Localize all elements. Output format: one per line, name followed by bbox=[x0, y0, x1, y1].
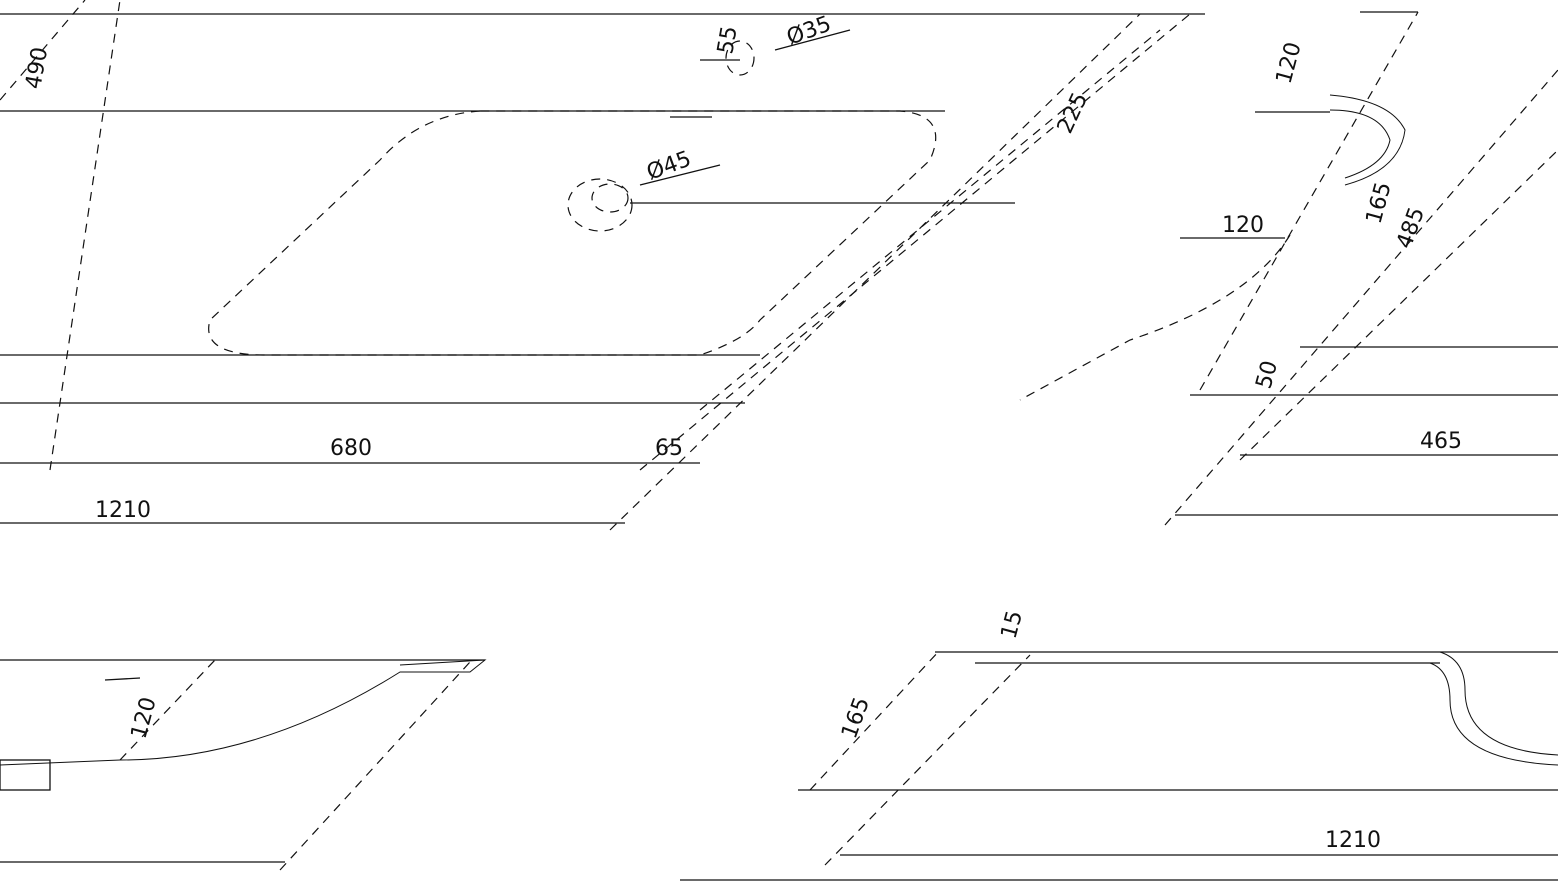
top-view bbox=[0, 0, 1205, 531]
drain-circle bbox=[567, 178, 633, 232]
dim-bowl-width: 680 bbox=[330, 436, 372, 461]
dim-tap-offset: 55 bbox=[713, 24, 742, 56]
tap-hole-circle bbox=[725, 40, 755, 76]
dim-edge: 65 bbox=[655, 436, 683, 461]
dim-side-rim: 120 bbox=[1272, 40, 1307, 87]
front-section-right bbox=[680, 649, 1558, 881]
dim-total-width: 1210 bbox=[95, 498, 151, 523]
dim-front-rim-thickness: 15 bbox=[997, 608, 1028, 642]
dim-side-total-depth: 485 bbox=[1392, 204, 1430, 252]
dim-side-width: 465 bbox=[1420, 429, 1462, 454]
dim-front-left-rim: 120 bbox=[127, 695, 162, 742]
dim-side-bowl-depth: 165 bbox=[1362, 180, 1397, 227]
dim-side-lip: 50 bbox=[1252, 358, 1283, 392]
dim-drain: Ø45 bbox=[644, 147, 695, 186]
dim-depth: 225 bbox=[1053, 89, 1093, 138]
dim-front-width: 1210 bbox=[1325, 828, 1381, 853]
front-section-left bbox=[0, 659, 487, 871]
dim-front-depth: 165 bbox=[837, 694, 875, 742]
dim-side-ledge: 120 bbox=[1222, 213, 1264, 238]
dim-left-height: 490 bbox=[21, 45, 53, 91]
dim-tap-hole: Ø35 bbox=[784, 12, 835, 51]
side-section bbox=[1019, 11, 1558, 526]
